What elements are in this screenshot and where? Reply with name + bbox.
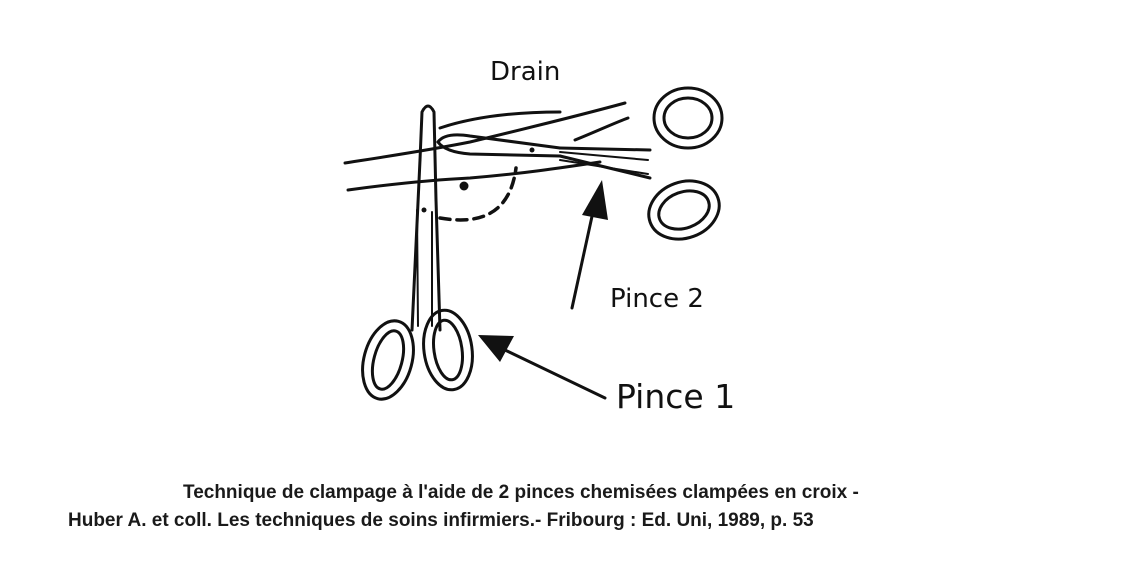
drain-tube bbox=[343, 101, 630, 192]
label-pince-2: Pince 2 bbox=[610, 284, 704, 314]
caption-line-2: Huber A. et coll. Les techniques de soin… bbox=[68, 510, 814, 531]
angle-dot bbox=[459, 181, 469, 191]
arrowhead-pince-2 bbox=[582, 180, 608, 220]
arrow-pince-1 bbox=[503, 348, 607, 400]
label-pince-1: Pince 1 bbox=[616, 377, 735, 416]
clamp-1 bbox=[361, 104, 474, 401]
caption-line-1: Technique de clampage à l'aide de 2 pinc… bbox=[183, 482, 859, 503]
angle-marker bbox=[438, 166, 518, 222]
arrowhead-pince-1 bbox=[478, 335, 514, 362]
label-drain: Drain bbox=[490, 57, 560, 87]
clamp-2 bbox=[436, 86, 724, 241]
